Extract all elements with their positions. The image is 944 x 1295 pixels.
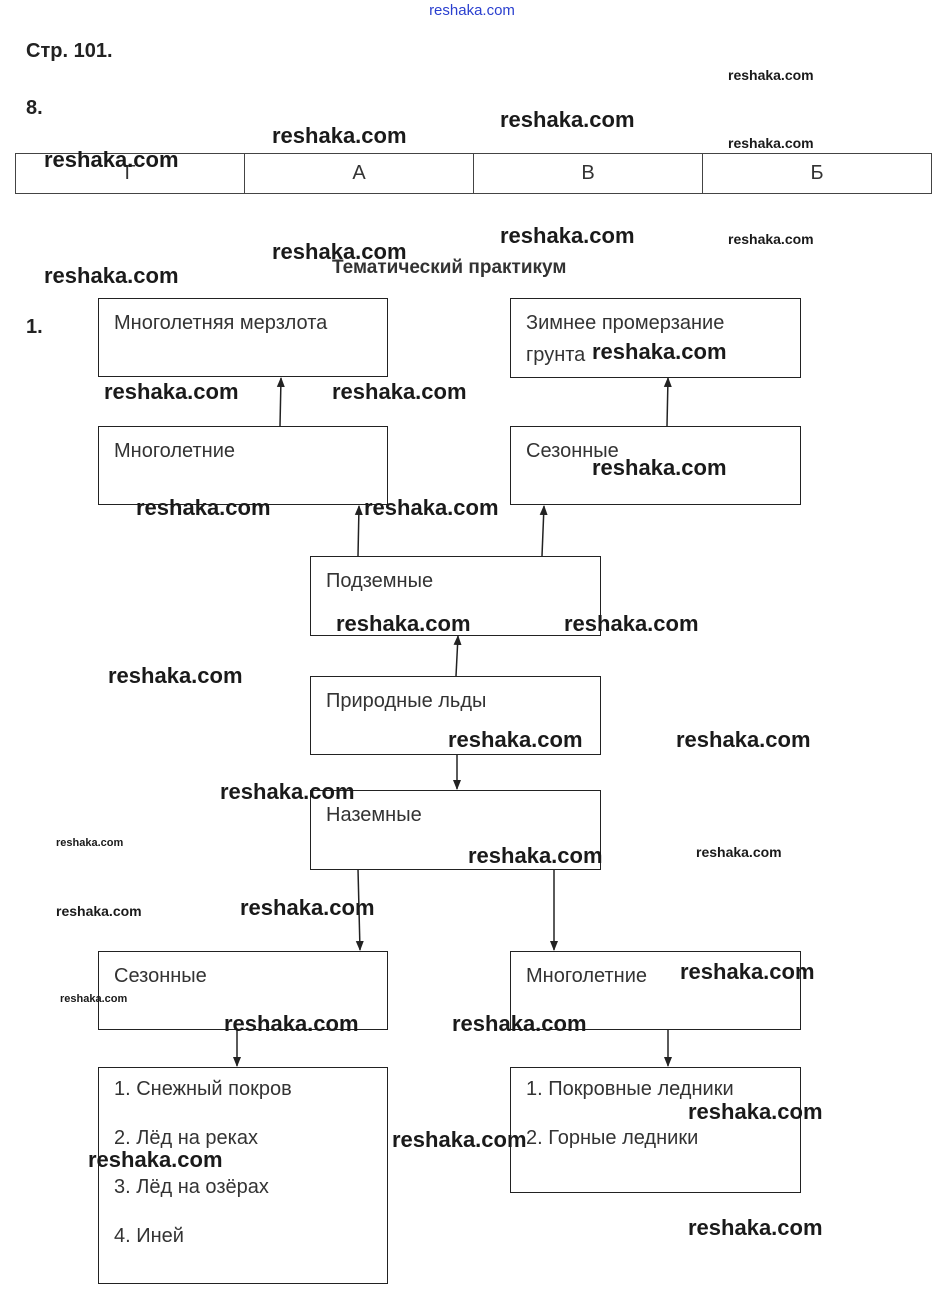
watermark: reshaka.com <box>688 1099 823 1124</box>
watermark: reshaka.com <box>56 903 142 919</box>
watermark: reshaka.com <box>696 844 782 860</box>
node-seasonal-underground: Сезонные <box>510 426 801 505</box>
node-permafrost: Многолетняя мерзлота <box>98 298 388 377</box>
node-label: Подземные <box>326 570 434 592</box>
page-title: Стр. 101. <box>26 40 113 62</box>
watermark: reshaka.com <box>220 779 355 804</box>
watermark: reshaka.com <box>272 123 407 148</box>
arrow-underground-to-perennial <box>354 505 363 557</box>
watermark: reshaka.com <box>332 379 467 404</box>
node-natural-ice: Природные льды <box>310 676 601 755</box>
arrow-seasonal-to-winter-freezing <box>663 377 672 427</box>
watermark: reshaka.com <box>452 1011 587 1036</box>
answer-cell: Б <box>702 153 932 194</box>
list-item: 2. Лёд на реках <box>114 1127 258 1149</box>
watermark: reshaka.com <box>272 239 407 264</box>
watermark: reshaka.com <box>60 993 128 1005</box>
node-label: Многолетние <box>526 965 647 987</box>
arrow-surface-to-seasonal <box>355 868 364 951</box>
arrow-underground-to-seasonal <box>539 505 548 557</box>
watermark: reshaka.com <box>44 147 179 172</box>
arrow-natural-ice-to-underground <box>453 635 462 677</box>
watermark: reshaka.com <box>136 495 271 520</box>
answer-row: Г А В Б <box>15 153 932 194</box>
list-item: 1. Снежный покров <box>114 1078 292 1100</box>
site-link[interactable]: reshaka.com <box>429 2 515 19</box>
watermark: reshaka.com <box>448 727 583 752</box>
list-item: 2. Горные ледники <box>526 1127 699 1149</box>
answer-cell: В <box>473 153 703 194</box>
watermark: reshaka.com <box>468 843 603 868</box>
node-perennial-surface: Многолетние <box>510 951 801 1030</box>
watermark: reshaka.com <box>676 727 811 752</box>
practicum-title: Тематический практикум <box>332 257 567 278</box>
node-seasonal-surface: Сезонные <box>98 951 388 1030</box>
seasonal-examples-list: 1. Снежный покров 2. Лёд на реках 3. Лёд… <box>114 1065 292 1261</box>
node-label: Сезонные <box>114 965 207 987</box>
node-label: Многолетние <box>114 440 235 462</box>
watermark: reshaka.com <box>728 135 814 151</box>
task-8-number: 8. <box>26 97 43 119</box>
node-underground: Подземные <box>310 556 601 636</box>
watermark: reshaka.com <box>680 959 815 984</box>
watermark: reshaka.com <box>224 1011 359 1036</box>
watermark: reshaka.com <box>56 837 124 849</box>
watermark: reshaka.com <box>108 663 243 688</box>
node-surface: Наземные <box>310 790 601 870</box>
seasonal-examples-box: 1. Снежный покров 2. Лёд на реках 3. Лёд… <box>98 1067 388 1284</box>
answer-table: Г А В Б <box>15 153 932 194</box>
watermark: reshaka.com <box>240 895 375 920</box>
watermark: reshaka.com <box>500 107 635 132</box>
list-item: 4. Иней <box>114 1225 184 1247</box>
node-perennial-underground: Многолетние <box>98 426 388 505</box>
node-winter-freezing: Зимнее промерзание грунта <box>510 298 801 378</box>
watermark: reshaka.com <box>592 339 727 364</box>
watermark: reshaka.com <box>364 495 499 520</box>
perennial-examples-list: 1. Покровные ледники 2. Горные ледники <box>526 1065 734 1163</box>
node-label: Зимнее промерзание грунта <box>526 312 725 366</box>
node-label: Природные льды <box>326 690 487 712</box>
watermark: reshaka.com <box>44 263 179 288</box>
task-1-number: 1. <box>26 316 43 338</box>
watermark: reshaka.com <box>392 1127 527 1152</box>
answer-cell: Г <box>15 153 245 194</box>
watermark: reshaka.com <box>88 1147 223 1172</box>
node-label: Сезонные <box>526 440 619 462</box>
node-label: Наземные <box>326 804 422 826</box>
watermark: reshaka.com <box>336 611 471 636</box>
watermark: reshaka.com <box>728 67 814 83</box>
node-label: Многолетняя мерзлота <box>114 312 328 334</box>
arrow-perennial-to-permafrost <box>276 377 285 427</box>
list-item: 1. Покровные ледники <box>526 1078 734 1100</box>
watermark: reshaka.com <box>592 455 727 480</box>
answer-cell: А <box>244 153 474 194</box>
perennial-examples-box: 1. Покровные ледники 2. Горные ледники <box>510 1067 801 1193</box>
list-item: 3. Лёд на озёрах <box>114 1176 269 1198</box>
watermark: reshaka.com <box>564 611 699 636</box>
watermark: reshaka.com <box>728 231 814 247</box>
watermark: reshaka.com <box>500 223 635 248</box>
watermark: reshaka.com <box>104 379 239 404</box>
watermark: reshaka.com <box>688 1215 823 1240</box>
